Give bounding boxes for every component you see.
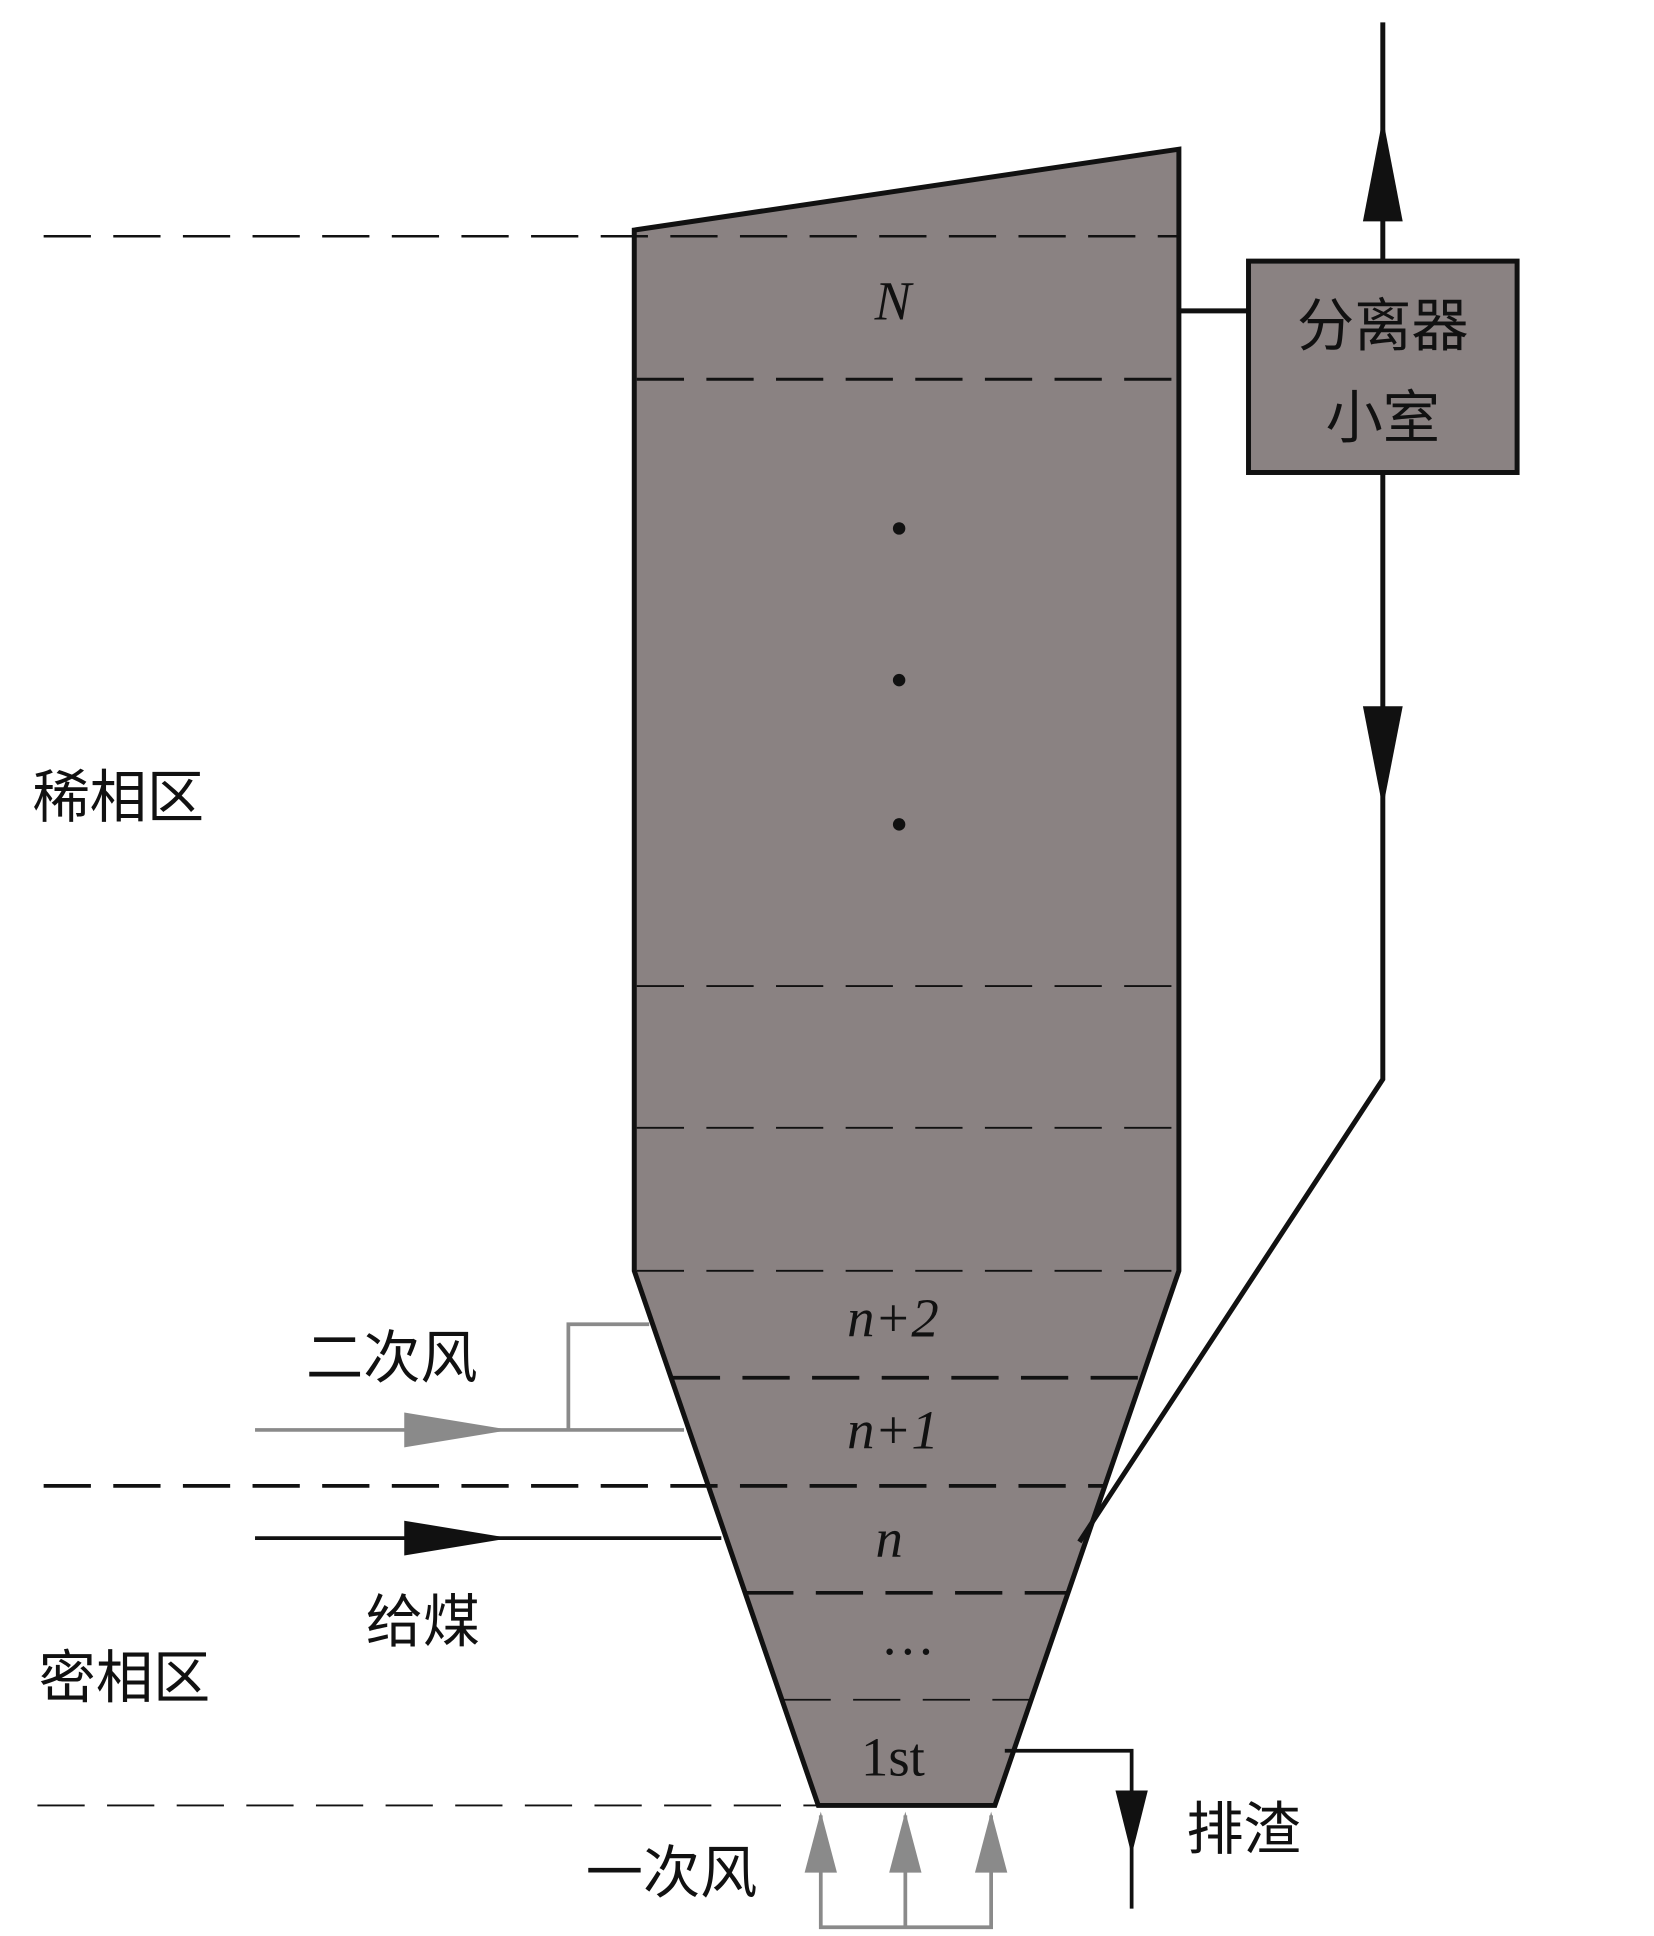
cell-label-n-plus-2: n+2 bbox=[847, 1288, 939, 1349]
separator-label-2: 小室 bbox=[1326, 386, 1440, 452]
cell-boundaries bbox=[37, 235, 1179, 1807]
arrow-up-icon bbox=[974, 1811, 1008, 1873]
arrow-right-icon bbox=[404, 1412, 510, 1448]
dot-icon bbox=[892, 522, 906, 535]
dot-icon bbox=[892, 818, 906, 831]
dot-icon bbox=[892, 673, 906, 687]
furnace-body bbox=[631, 146, 1182, 1808]
slag-label: 排渣 bbox=[1186, 1797, 1300, 1863]
return-leg bbox=[1077, 472, 1386, 1544]
cell-label-n: n bbox=[875, 1508, 902, 1569]
zone-label-dilute: 稀相区 bbox=[32, 765, 204, 831]
arrow-up-icon bbox=[1362, 118, 1403, 222]
cell-label-top: N bbox=[874, 271, 915, 332]
arrow-up-icon bbox=[804, 1811, 837, 1873]
cell-label-first: 1st bbox=[861, 1727, 925, 1788]
secondary-air-label: 二次风 bbox=[306, 1326, 478, 1392]
coal-feed-label: 给煤 bbox=[366, 1589, 480, 1655]
separator-box bbox=[1246, 258, 1520, 475]
slag-line bbox=[1004, 1748, 1134, 1909]
cell-label-n-plus-1: n+1 bbox=[847, 1400, 939, 1461]
zone-label-dense: 密相区 bbox=[39, 1645, 211, 1711]
separator-label-1: 分离器 bbox=[1297, 294, 1469, 360]
arrow-up-icon bbox=[889, 1811, 922, 1873]
cell-label-ellipsis: ··· bbox=[880, 1621, 935, 1682]
arrow-down-icon bbox=[1362, 706, 1403, 809]
arrow-right-icon bbox=[404, 1520, 510, 1556]
arrow-down-icon bbox=[1115, 1790, 1148, 1856]
primary-air-label: 一次风 bbox=[586, 1840, 758, 1906]
